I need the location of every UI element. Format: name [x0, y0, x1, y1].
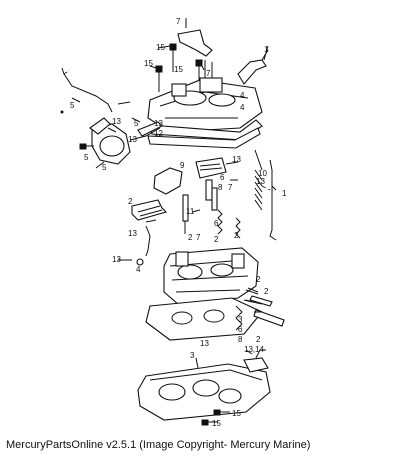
throttle-body-base — [137, 349, 271, 421]
callout-4-a: 4 — [240, 91, 245, 100]
screw-15-top — [155, 43, 203, 92]
callout-13-b: 13 — [112, 117, 121, 126]
callout-13-g: 13 — [112, 255, 121, 264]
air-horn-assembly — [147, 60, 263, 141]
callout-2-d: 2 — [234, 231, 239, 240]
callout-13-f: 13 — [128, 229, 137, 238]
callout-5-low: 5 — [84, 153, 89, 162]
callout-2-f: 2 — [264, 287, 269, 296]
callout-8-b: 8 — [238, 335, 243, 344]
image-caption: MercuryPartsOnline v2.5.1 (Image Copyrig… — [6, 439, 311, 451]
callout-8-a: 8 — [218, 183, 223, 192]
callout-15-d: 15 — [232, 409, 241, 418]
callout-1-right: 1 — [282, 189, 287, 198]
callout-7-c: 7 — [196, 233, 201, 242]
callout-2-b: 2 — [188, 233, 193, 242]
float-bowl-body — [163, 247, 259, 305]
leader-lines — [71, 18, 277, 369]
callout-13-a: 13 — [154, 119, 163, 128]
callout-5-mid: 5 — [134, 119, 139, 128]
air-horn-gasket — [147, 127, 261, 149]
callout-15-a: 15 — [156, 43, 165, 52]
pump-link-left — [145, 225, 151, 257]
choke-thermostat-housing — [79, 117, 163, 165]
pump-rod-left — [61, 67, 113, 113]
callout-13-h: 13 — [200, 339, 209, 348]
callout-9: 9 — [180, 161, 185, 170]
callout-12: 12 — [154, 129, 163, 138]
callout-4-c: 4 — [136, 265, 141, 274]
callout-4-b: 4 — [240, 103, 245, 112]
callout-3-a: 3 — [238, 315, 243, 324]
callout-2-c: 2 — [214, 235, 219, 244]
choke-lever-top — [177, 20, 213, 57]
callout-5-left: 5 — [70, 101, 75, 110]
power-piston-assembly — [153, 157, 227, 234]
throttle-body-gasket — [145, 297, 263, 341]
idle-screws-right — [235, 289, 285, 331]
callout-2-left: 2 — [128, 197, 133, 206]
choke-rod-top-right — [237, 49, 269, 85]
callout-5-cover: 5 — [102, 163, 107, 172]
callout-2-e: 2 — [256, 275, 261, 284]
choke-rod-right — [269, 159, 277, 241]
callout-15-c: 15 — [174, 65, 183, 74]
callout-7-top: 7 — [176, 17, 181, 26]
callout-7-b: 7 — [228, 183, 233, 192]
callout-10: 10 — [258, 169, 267, 178]
callout-7-mid: 7 — [206, 69, 211, 78]
callout-15-b: 15 — [144, 59, 153, 68]
callout-2-g: 2 — [256, 335, 261, 344]
screws-bottom — [201, 409, 230, 426]
callout-3-b: 3 — [190, 351, 195, 360]
callout-13-e: 13 — [256, 177, 265, 186]
callout-1-top: 1 — [264, 45, 269, 54]
springs-middle — [217, 209, 241, 239]
callout-6-a: 6 — [220, 173, 225, 182]
metering-gasket — [131, 199, 168, 221]
callout-11: 11 — [186, 207, 195, 216]
callout-6-c: 6 — [238, 325, 243, 334]
callout-13-c: 13 — [128, 135, 137, 144]
callout-6-b: 6 — [214, 219, 219, 228]
callout-15-e: 15 — [212, 419, 221, 428]
carburetor-exploded-diagram: 7 1 15 15 15 7 5 4 4 5 13 12 13 5 5 13 9… — [60, 17, 287, 428]
callout-13-14: 13,14 — [244, 345, 265, 354]
callout-13-d: 13 — [232, 155, 241, 164]
